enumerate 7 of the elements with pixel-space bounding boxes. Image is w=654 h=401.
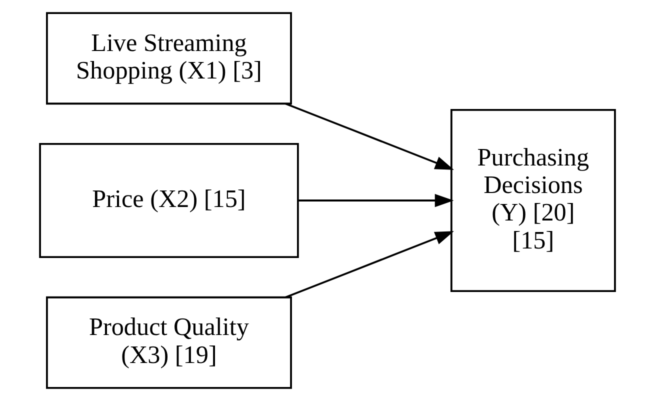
node-box: Live Streaming Shopping (X1) [3] xyxy=(46,12,292,105)
arrow xyxy=(284,102,454,170)
node-box: Purchasing Decisions (Y) [20] [15] xyxy=(450,108,616,292)
node-box: Product Quality (X3) [19] xyxy=(46,296,292,389)
node-box: Price (X2) [15] xyxy=(38,142,298,258)
arrow xyxy=(284,231,454,298)
arrow xyxy=(298,194,454,208)
